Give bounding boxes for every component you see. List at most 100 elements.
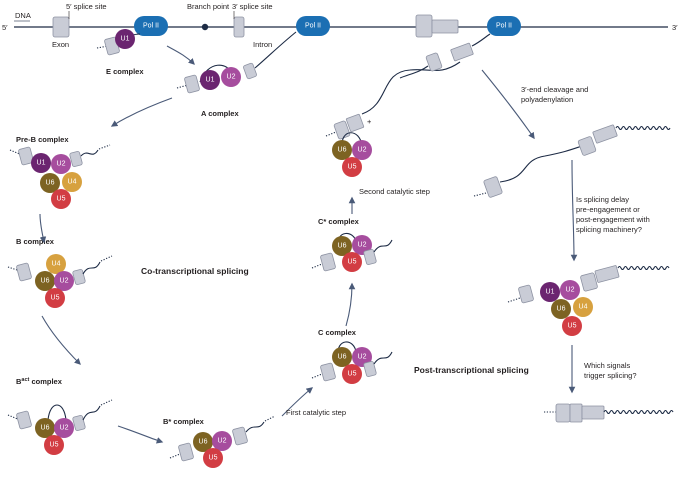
u5-label: U5 [209,455,218,462]
exon-block [580,272,598,292]
exon-block [569,403,583,423]
rna-tail [7,266,21,272]
c-complex-label: C complex [318,328,357,337]
cleaved-transcript [473,124,671,198]
u2-label: U2 [358,242,367,249]
pol-ii-shape [487,16,521,36]
pol-ii-label: Pol II [496,23,512,30]
co-transcriptional-heading: Co-transcriptional splicing [141,266,249,276]
branch-point-dot [201,23,209,31]
u2-label: U2 [566,287,575,294]
u2-snrnp [54,271,74,291]
pre-b-complex-label: Pre-B complex [16,135,69,144]
cstar-complex: C* complex U6 U2 U5 [311,217,393,272]
exon-block [577,136,597,156]
u4-snrnp [46,254,66,274]
signals-question-line1: Which signals [584,361,631,370]
u6-label: U6 [41,278,50,285]
spliced-mrna [544,403,674,423]
intron-label: Intron [253,40,272,49]
rna-strand [361,61,461,115]
exon-block [363,248,377,266]
rna-strand [373,351,393,365]
u5-label: U5 [348,371,357,378]
arrow-preb-to-b [39,213,47,244]
poly-a-tail [615,125,671,131]
rna-strand [82,261,101,275]
u4-label: U4 [68,179,77,186]
rna-strand [399,65,429,79]
dna-3prime-label: 3′ [672,23,678,32]
pol-ii-2: Pol II [296,16,330,36]
arrow-c-to-cstar [345,282,356,327]
bstar-complex-label: B* complex [163,417,205,426]
u1-label: U1 [121,36,130,43]
exon-block [581,405,605,420]
u6-snrnp [332,140,352,160]
rna-tail [9,149,23,156]
u2-snrnp [352,140,372,160]
rna-tail [473,192,487,197]
poly-a-tail [617,265,670,271]
b-complex-label: B complex [16,237,55,246]
post-transcriptional-complex: U1 U2 U6 U4 U5 [507,265,670,336]
exon-block [320,362,336,382]
exon-block [16,262,32,282]
poly-a-tail [603,409,674,415]
exon-block [232,426,248,446]
u2-snrnp [352,347,372,367]
cstar-complex-label: C* complex [318,217,360,226]
exon-3b [431,19,459,34]
exon-block [69,150,83,168]
u5-snrnp [342,252,362,272]
u2-snrnp [212,431,232,451]
b-complex: B complex U4 U6 U2 U5 [7,237,113,308]
u4-label: U4 [579,304,588,311]
c-complex: C complex U6 U2 U5 [311,328,393,384]
rna-tail [325,131,337,137]
u1-snrnp [540,282,560,302]
u1-label: U1 [206,77,215,84]
u5-label: U5 [348,164,357,171]
rna-strand [80,149,99,157]
u6-label: U6 [199,439,208,446]
pol-ii-shape [134,16,168,36]
arrow-e-to-a [166,45,195,65]
a-complex: U1 U2 A complex [176,31,297,118]
exon-block [592,124,618,144]
delay-question-line4: splicing machinery? [576,225,642,234]
delay-question-line1: Is splicing delay [576,195,629,204]
u2-label: U2 [358,147,367,154]
exon-3a [415,14,433,38]
rna-tail [100,255,113,262]
arrow-to-post-complex [570,159,578,262]
u4-label: U4 [52,261,61,268]
u1-snrnp [200,70,220,90]
u2-snrnp [51,154,71,174]
delay-question-line2: pre-engagement or [576,205,640,214]
exon-block [594,265,620,283]
pre-b-complex: Pre-B complex U1 U2 U6 U4 U5 [9,135,111,209]
u1-snrnp [31,153,51,173]
exon-block [18,146,34,166]
dna-5prime-label: 5′ [2,23,8,32]
rna-tail [311,373,323,379]
rna-strand [373,239,393,253]
pol-ii-1: Pol II [134,16,168,36]
pol-ii-label: Pol II [143,23,159,30]
u6-label: U6 [557,306,566,313]
exon-block [363,360,377,378]
e-complex-label: E complex [106,67,144,76]
u4-snrnp [573,297,593,317]
exon-block [184,74,200,94]
five-splice-site-label: 5′ splice site [66,2,107,11]
arrow-a-to-preb [110,97,173,127]
u2-label: U2 [60,425,69,432]
exon-block [555,403,571,423]
u2-label: U2 [57,161,66,168]
arrow-b-to-bact [41,315,81,365]
exon-block [518,284,534,304]
arrow-bact-to-bstar [117,425,164,444]
exon-label: Exon [52,40,69,49]
u5-label: U5 [50,442,59,449]
